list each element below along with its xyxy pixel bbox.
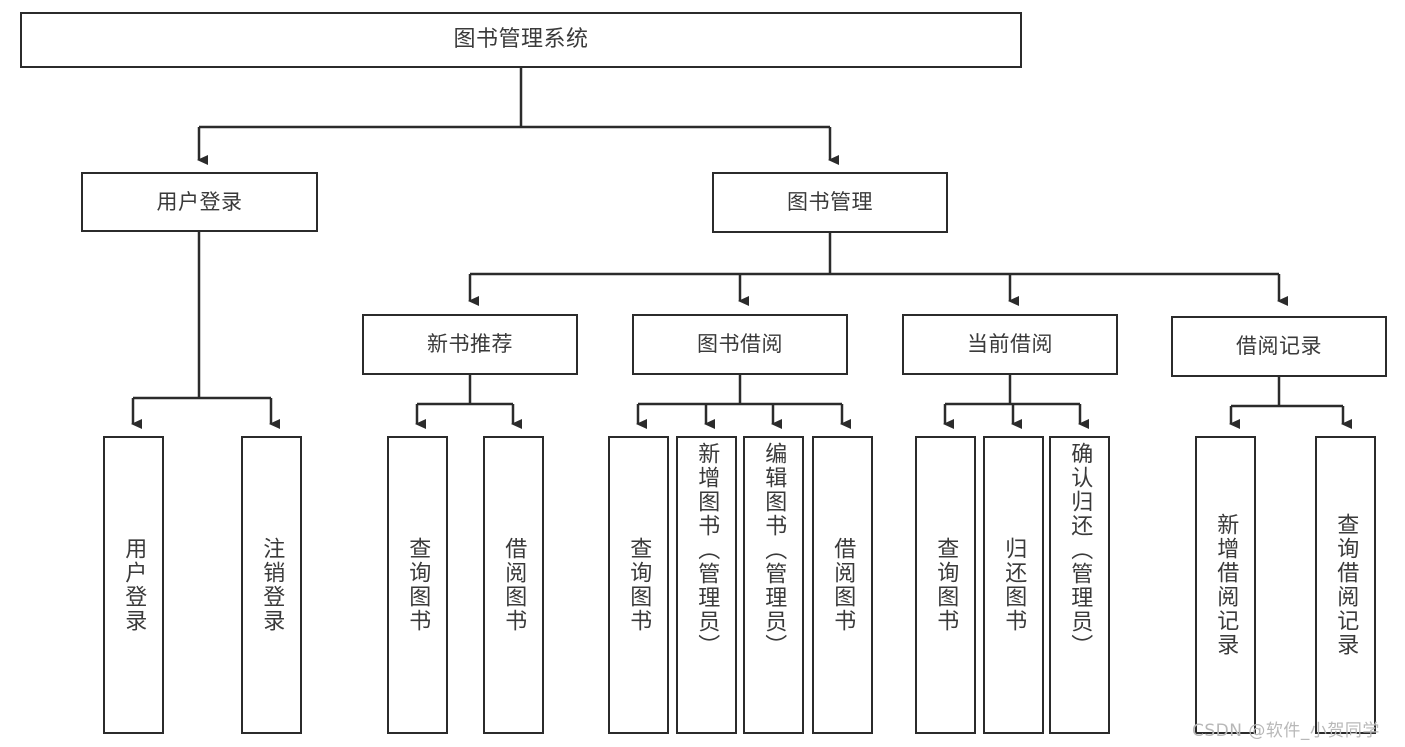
watermark-text: CSDN @软件_小贺同学 (1192, 721, 1380, 741)
node-user-login[interactable]: 用户登录 (81, 172, 318, 232)
node-label: 当前借阅 (967, 332, 1053, 357)
node-label: 图书借阅 (697, 332, 783, 357)
node-book-borrow[interactable]: 图书借阅 (632, 314, 848, 375)
leaf-query-book-borrow[interactable]: 查询图书 (608, 436, 669, 734)
leaf-user-login[interactable]: 用户登录 (103, 436, 164, 734)
leaf-query-borrow-record[interactable]: 查询借阅记录 (1315, 436, 1376, 734)
leaf-label: 注销登录 (259, 537, 285, 633)
node-label: 新书推荐 (427, 332, 513, 357)
leaf-borrow-book[interactable]: 借阅图书 (812, 436, 873, 734)
leaf-query-book-current[interactable]: 查询图书 (915, 436, 976, 734)
node-borrow-record[interactable]: 借阅记录 (1171, 316, 1387, 377)
leaf-label: 查询借阅记录 (1333, 513, 1359, 657)
leaf-logout[interactable]: 注销登录 (241, 436, 302, 734)
node-label: 用户登录 (156, 189, 243, 214)
leaf-label: 查询图书 (405, 537, 431, 633)
node-label: 借阅记录 (1236, 334, 1322, 359)
node-current-borrow[interactable]: 当前借阅 (902, 314, 1118, 375)
leaf-label: 归还图书 (1001, 537, 1027, 633)
leaf-add-book-admin[interactable]: 新增图书（管理员） (676, 436, 737, 734)
leaf-label: 查询图书 (626, 537, 652, 633)
leaf-label: 新增借阅记录 (1213, 513, 1239, 657)
leaf-label: 新增图书（管理员） (694, 442, 720, 658)
leaf-label: 查询图书 (933, 537, 959, 633)
node-new-book-recommend[interactable]: 新书推荐 (362, 314, 578, 375)
leaf-return-book[interactable]: 归还图书 (983, 436, 1044, 734)
leaf-query-book-recommend[interactable]: 查询图书 (387, 436, 448, 734)
leaf-confirm-return-admin[interactable]: 确认归还（管理员） (1049, 436, 1110, 734)
leaf-add-borrow-record[interactable]: 新增借阅记录 (1195, 436, 1256, 734)
node-label: 图书管理 (787, 190, 873, 215)
leaf-borrow-book-recommend[interactable]: 借阅图书 (483, 436, 544, 734)
node-book-management[interactable]: 图书管理 (712, 172, 948, 233)
node-root-system[interactable]: 图书管理系统 (20, 12, 1022, 68)
leaf-label: 确认归还（管理员） (1067, 442, 1093, 658)
leaf-label: 借阅图书 (501, 537, 527, 633)
node-label: 图书管理系统 (453, 27, 589, 53)
leaf-label: 用户登录 (121, 537, 147, 633)
leaf-label: 借阅图书 (830, 537, 856, 633)
leaf-edit-book-admin[interactable]: 编辑图书（管理员） (743, 436, 804, 734)
leaf-label: 编辑图书（管理员） (761, 442, 787, 658)
